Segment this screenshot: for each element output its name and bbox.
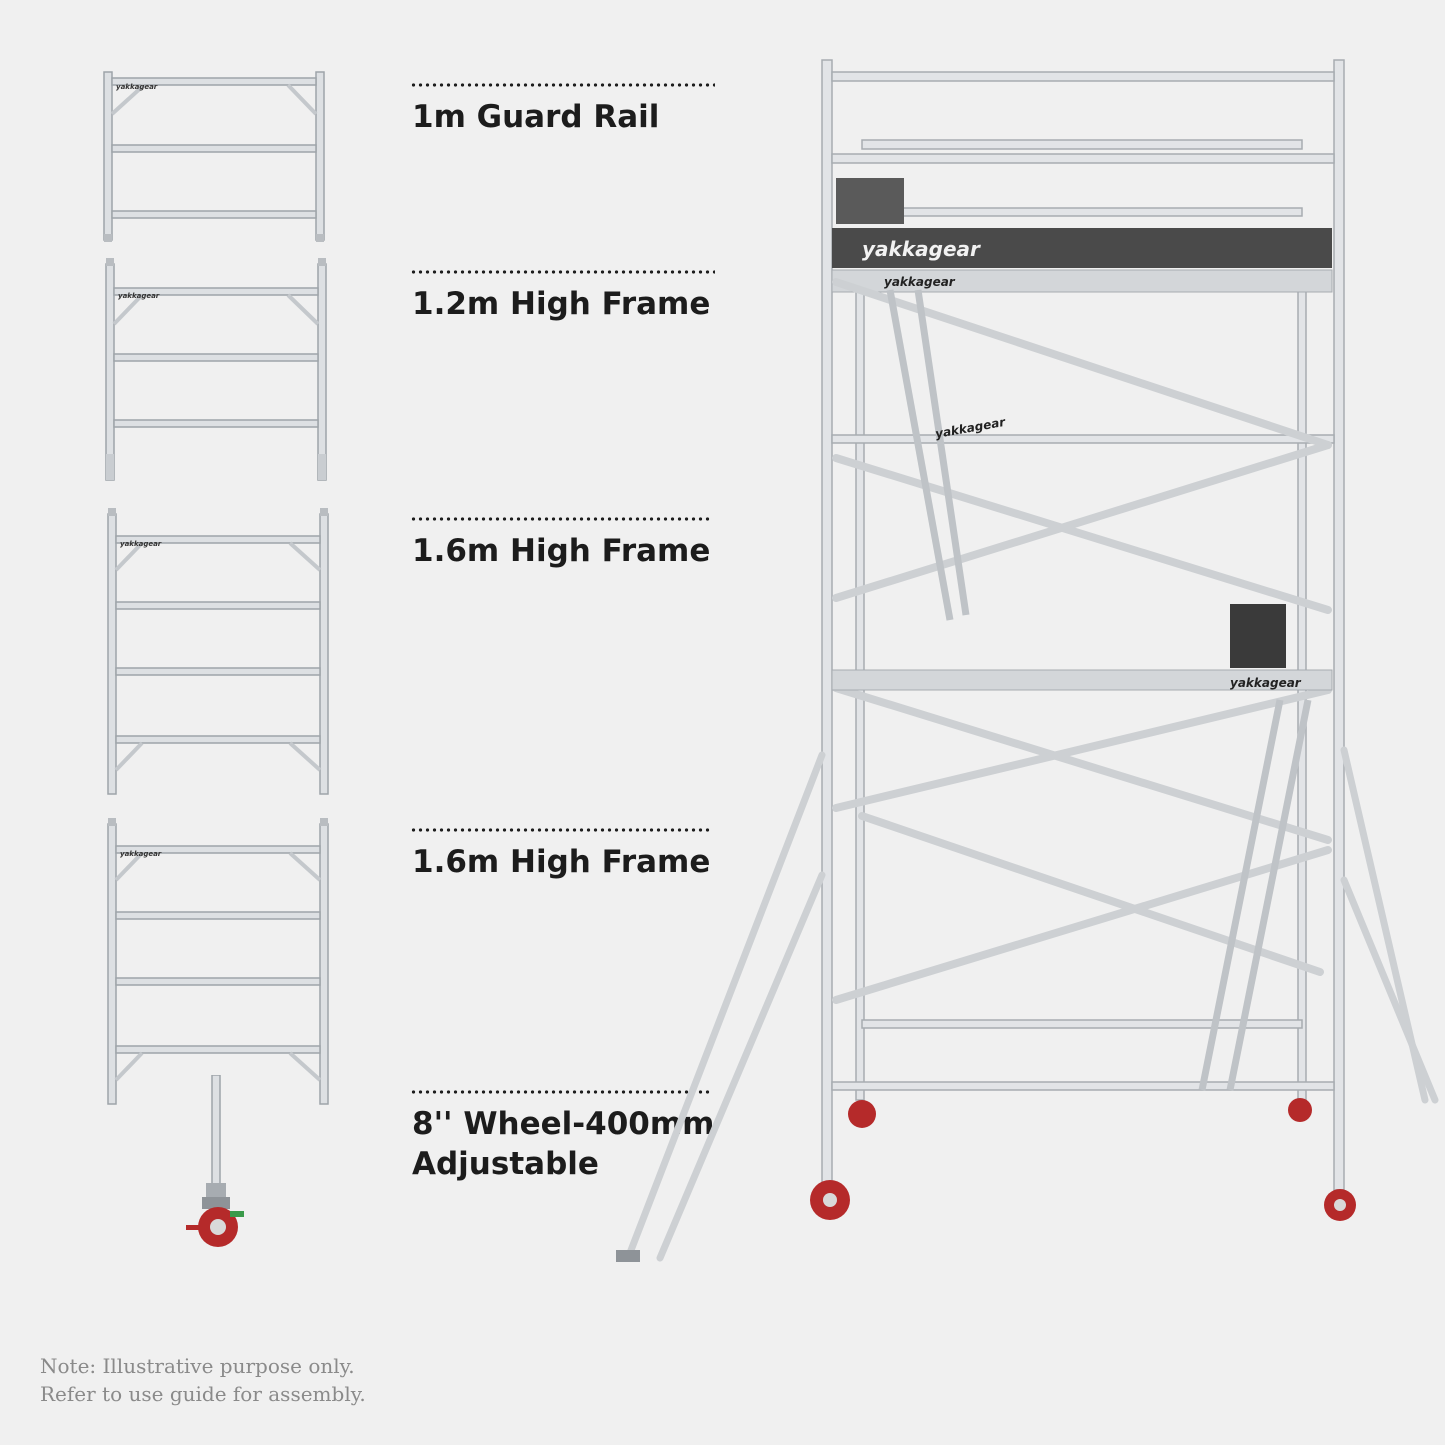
leader-dots [410, 517, 710, 521]
high-frame-1-2m-image: yakkagear [105, 258, 327, 481]
footnote: Note: Illustrative purpose only. Refer t… [40, 1352, 366, 1408]
leader-dots [410, 270, 715, 274]
brand-mark: yakkagear [120, 540, 162, 548]
component-label-text: 8'' Wheel-400mm [412, 1106, 715, 1142]
component-label-text-line2: Adjustable [412, 1146, 599, 1182]
leader-dots [410, 83, 715, 87]
brand-mark: yakkagear [120, 850, 162, 858]
footnote-line-1: Note: Illustrative purpose only. [40, 1354, 355, 1378]
component-label-text: 1.2m High Frame [412, 286, 711, 322]
brand-mark: yakkagear [884, 275, 956, 289]
guard-rail-image: yakkagear [103, 71, 325, 242]
component-label-text: 1m Guard Rail [412, 99, 660, 135]
brand-mark: yakkagear [1230, 676, 1302, 690]
platform-deck-mid [831, 669, 1333, 691]
high-frame-1-6m-image-2: yakkagear [107, 818, 329, 1105]
high-frame-1-6m-image: yakkagear [107, 508, 329, 795]
component-label-text: 1.6m High Frame [412, 844, 711, 880]
assembled-scaffold-tower-image: yakkagear yakkagear yakkagear yakkagear [616, 59, 1439, 1262]
brand-mark: yakkagear [116, 83, 158, 91]
brand-mark: yakkagear [118, 292, 160, 300]
wheel-image [186, 1075, 244, 1247]
leader-dots [410, 828, 710, 832]
platform-deck-top [832, 228, 1332, 268]
leader-dots [410, 1090, 710, 1094]
footnote-line-2: Refer to use guide for assembly. [40, 1382, 366, 1406]
brand-mark: yakkagear [862, 237, 981, 261]
component-label-text: 1.6m High Frame [412, 533, 711, 569]
